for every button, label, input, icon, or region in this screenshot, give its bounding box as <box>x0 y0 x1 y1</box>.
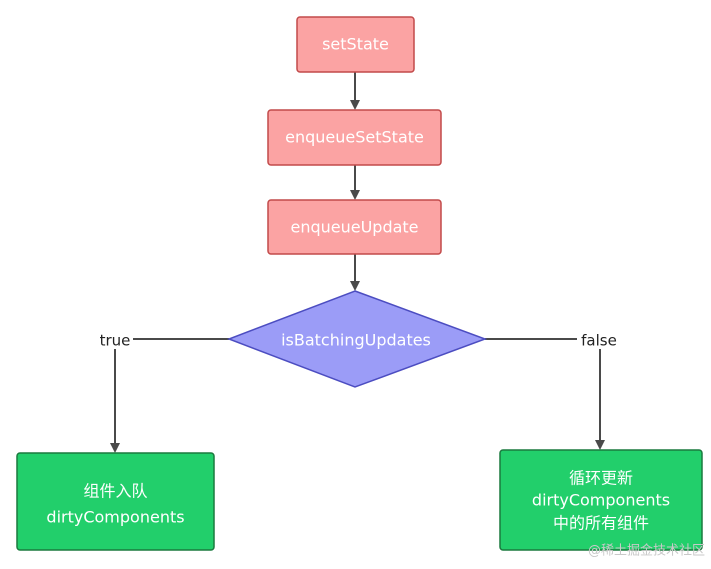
node-decision: isBatchingUpdates <box>226 290 488 388</box>
node-right-result-line3: 中的所有组件 <box>553 514 649 533</box>
node-right-result-box <box>499 449 703 551</box>
node-setstate-box <box>296 16 415 73</box>
node-decision-diamond <box>226 290 488 388</box>
edge-label-false: false <box>581 332 617 350</box>
edge-decision-false-branch <box>485 338 605 450</box>
node-enqueueupdate-label: enqueueUpdate <box>290 218 418 237</box>
node-enqueueupdate-box <box>267 199 442 255</box>
node-left-result: 组件入队 dirtyComponents <box>16 452 215 551</box>
node-decision-label: isBatchingUpdates <box>281 331 431 350</box>
node-enqueuesetstate: enqueueSetState <box>267 109 442 166</box>
node-enqueueupdate: enqueueUpdate <box>267 199 442 255</box>
watermark-text: @稀土掘金技术社区 <box>588 543 705 559</box>
node-enqueuesetstate-label: enqueueSetState <box>285 128 424 147</box>
node-setstate: setState <box>296 16 415 73</box>
node-left-result-box <box>16 452 215 551</box>
edge-decision-true-branch <box>110 338 229 453</box>
edge-label-true: true <box>100 332 131 350</box>
node-enqueuesetstate-box <box>267 109 442 166</box>
node-setstate-label: setState <box>322 35 389 54</box>
node-left-result-line1: 组件入队 <box>83 482 147 501</box>
node-right-result: 循环更新 dirtyComponents 中的所有组件 <box>499 449 703 551</box>
node-left-result-line2: dirtyComponents <box>46 508 184 527</box>
node-right-result-line1: 循环更新 <box>569 469 633 488</box>
edge-label-false-group: false <box>577 331 621 350</box>
edge-label-true-group: true <box>97 331 133 350</box>
node-right-result-line2: dirtyComponents <box>532 491 670 510</box>
